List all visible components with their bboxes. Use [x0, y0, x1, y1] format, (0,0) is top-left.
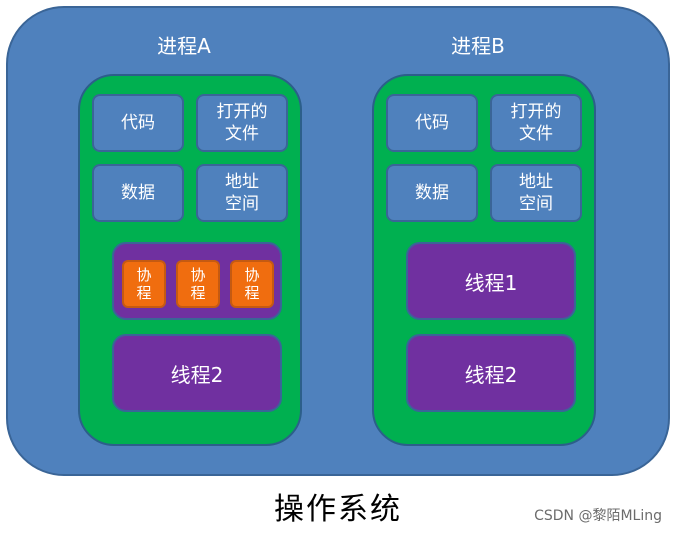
process-b-address-space: 地址 空间: [490, 164, 582, 222]
process-a-code: 代码: [92, 94, 184, 152]
process-a-data: 数据: [92, 164, 184, 222]
coroutine-box: 协 程: [176, 260, 220, 308]
process-a-title: 进程A: [157, 34, 211, 58]
process-b-code: 代码: [386, 94, 478, 152]
watermark: CSDN @黎陌MLing: [534, 508, 662, 524]
process-b-thread-2: 线程2: [406, 334, 576, 412]
process-b-data: 数据: [386, 164, 478, 222]
process-a-address-space: 地址 空间: [196, 164, 288, 222]
process-b-box: 代码 打开的 文件 数据 地址 空间 线程1 线程2: [372, 74, 596, 446]
process-a-open-files: 打开的 文件: [196, 94, 288, 152]
operating-system-label: 操作系统: [274, 492, 402, 527]
coroutine-box: 协 程: [230, 260, 274, 308]
coroutine-box: 协 程: [122, 260, 166, 308]
process-b-thread-1: 线程1: [406, 242, 576, 320]
process-b-title: 进程B: [451, 34, 505, 58]
process-a-thread-2: 线程2: [112, 334, 282, 412]
process-a-box: 代码 打开的 文件 数据 地址 空间 协 程 协 程 协 程 线程2: [78, 74, 302, 446]
process-b-open-files: 打开的 文件: [490, 94, 582, 152]
operating-system-box: 进程A 代码 打开的 文件 数据 地址 空间 协 程 协 程 协 程 线程2 进…: [6, 6, 670, 476]
process-a-coroutine-thread: 协 程 协 程 协 程: [112, 242, 282, 320]
